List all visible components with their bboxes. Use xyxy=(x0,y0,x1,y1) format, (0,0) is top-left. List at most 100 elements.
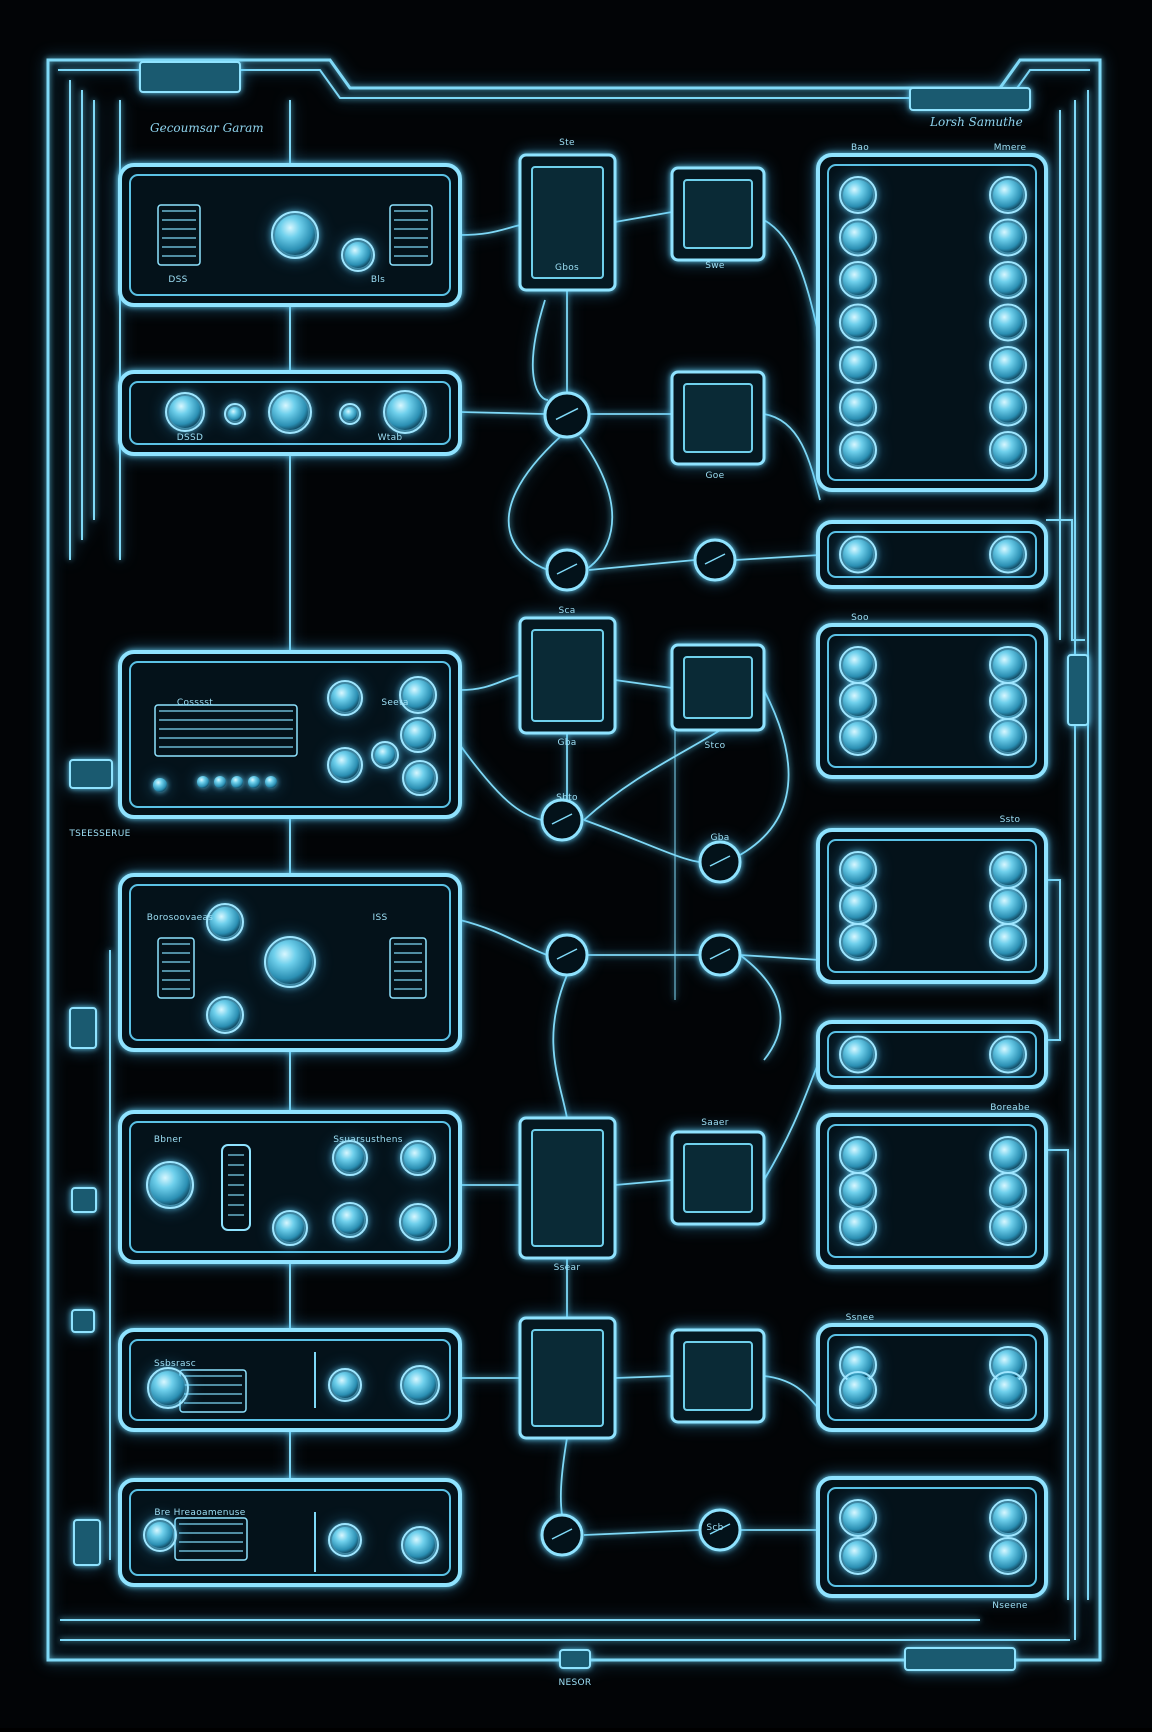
panel3-node-2 xyxy=(403,680,433,710)
diagram-label: Gba xyxy=(557,738,576,748)
node-ring xyxy=(839,1499,877,1537)
right-panel-1-node-right xyxy=(993,392,1023,423)
wire xyxy=(704,553,726,565)
wire xyxy=(460,954,782,1186)
node-ring xyxy=(327,680,363,716)
wire xyxy=(507,436,821,571)
node-ring xyxy=(839,718,877,756)
diagram-label: Cosssst xyxy=(177,698,213,708)
node-ring xyxy=(206,903,244,941)
right-panel-5 xyxy=(816,1020,1048,1089)
node-ring xyxy=(328,1523,362,1557)
panel4-bars-right xyxy=(389,937,427,999)
right-panel-3-node-left xyxy=(843,722,873,752)
node-ring xyxy=(400,1365,440,1405)
chip-screen xyxy=(531,1129,604,1247)
right-panel-7-node-right xyxy=(993,1375,1023,1405)
right-panel-6-node-right xyxy=(993,1176,1023,1206)
panel3-node-6 xyxy=(406,764,434,792)
panel-inner-frame xyxy=(827,164,1037,481)
diagram-label: DSSD xyxy=(177,433,204,443)
diagram-label: Bre Hreaoamenuse xyxy=(154,1508,245,1518)
right-panel-2-node-left xyxy=(843,539,873,570)
right-panel-1-node-left xyxy=(843,435,873,465)
right-panel-1-node-left xyxy=(843,222,873,253)
node-ring xyxy=(400,1140,436,1176)
wire xyxy=(46,58,1102,1662)
node-ring xyxy=(989,1035,1027,1074)
node-ring xyxy=(989,218,1027,257)
wire xyxy=(551,1528,573,1540)
node-ring xyxy=(332,1202,368,1238)
panel5-node-2 xyxy=(404,1144,432,1172)
node-ring xyxy=(989,718,1027,756)
node-ring xyxy=(839,1371,877,1409)
node-ring xyxy=(989,388,1027,427)
wire xyxy=(763,219,821,1411)
panel6-node-1 xyxy=(332,1372,358,1398)
chip-screen xyxy=(683,1143,753,1213)
left-connector-3 xyxy=(71,1187,97,1213)
right-panel-1-node-right xyxy=(993,435,1023,465)
node-ring xyxy=(839,388,877,427)
panel2-node-2 xyxy=(272,394,308,430)
junction-8 xyxy=(540,1513,584,1557)
right-panel-3-node-left xyxy=(843,650,873,680)
panel3-led xyxy=(214,776,226,788)
node-ring xyxy=(839,1537,877,1575)
panel-inner-frame xyxy=(827,1031,1037,1078)
bottom-connector-center xyxy=(559,1649,591,1669)
node-ring xyxy=(989,923,1027,961)
node-ring xyxy=(839,261,877,299)
right-panel-2-node-right xyxy=(993,539,1023,570)
right-panel-6-node-left xyxy=(843,1140,873,1170)
panel5-meter xyxy=(221,1144,251,1231)
node-ring xyxy=(839,1208,877,1246)
diagram-label: Sca xyxy=(558,606,575,616)
chip-screen xyxy=(683,383,753,453)
panel-inner-frame xyxy=(827,839,1037,973)
node-ring xyxy=(264,936,316,988)
node-ring xyxy=(371,741,399,769)
left-connector-1 xyxy=(69,759,113,789)
right-panel-3-node-right xyxy=(993,686,1023,716)
top-connector-left xyxy=(139,61,241,93)
right-panel-8-node-right xyxy=(993,1541,1023,1571)
node-ring xyxy=(272,1210,308,1246)
node-ring xyxy=(401,1526,439,1564)
diagram-label: ISS xyxy=(373,913,388,923)
node-ring xyxy=(328,1368,362,1402)
junction-4 xyxy=(540,798,584,842)
panel3-led xyxy=(265,776,277,788)
wire xyxy=(1059,90,1089,1640)
node-ring xyxy=(271,211,319,259)
right-panel-4-node-left xyxy=(843,927,873,957)
panel3-node-5 xyxy=(375,745,395,765)
diagram-label: Mmere xyxy=(994,143,1027,153)
panel1-bars-left xyxy=(157,204,201,266)
right-panel-8 xyxy=(816,1476,1048,1598)
diagram-label: Wtab xyxy=(378,433,403,443)
right-panel-1-node-right xyxy=(993,350,1023,380)
node-ring xyxy=(989,346,1027,384)
right-panel-2 xyxy=(816,520,1048,589)
panel3-node-1 xyxy=(331,684,359,712)
panel4-node-top xyxy=(210,907,240,937)
diagram-label: Gba xyxy=(710,833,729,843)
wire xyxy=(556,563,578,575)
panel3-led xyxy=(197,776,209,788)
right-panel-8-node-left xyxy=(843,1541,873,1571)
panel3-node-4 xyxy=(331,751,359,779)
right-panel-6-node-right xyxy=(993,1212,1023,1242)
right-panel-4-node-left xyxy=(843,855,873,885)
right-panel-1-node-left xyxy=(843,265,873,295)
panel3-led xyxy=(231,776,243,788)
node-ring xyxy=(839,218,877,257)
right-panel-1-node-left xyxy=(843,350,873,380)
node-ring xyxy=(147,1367,189,1409)
wire xyxy=(460,1258,820,1536)
right-connector xyxy=(1067,654,1089,726)
node-ring xyxy=(839,535,877,574)
node-ring xyxy=(989,1499,1027,1537)
panel7-node-1 xyxy=(332,1527,358,1553)
